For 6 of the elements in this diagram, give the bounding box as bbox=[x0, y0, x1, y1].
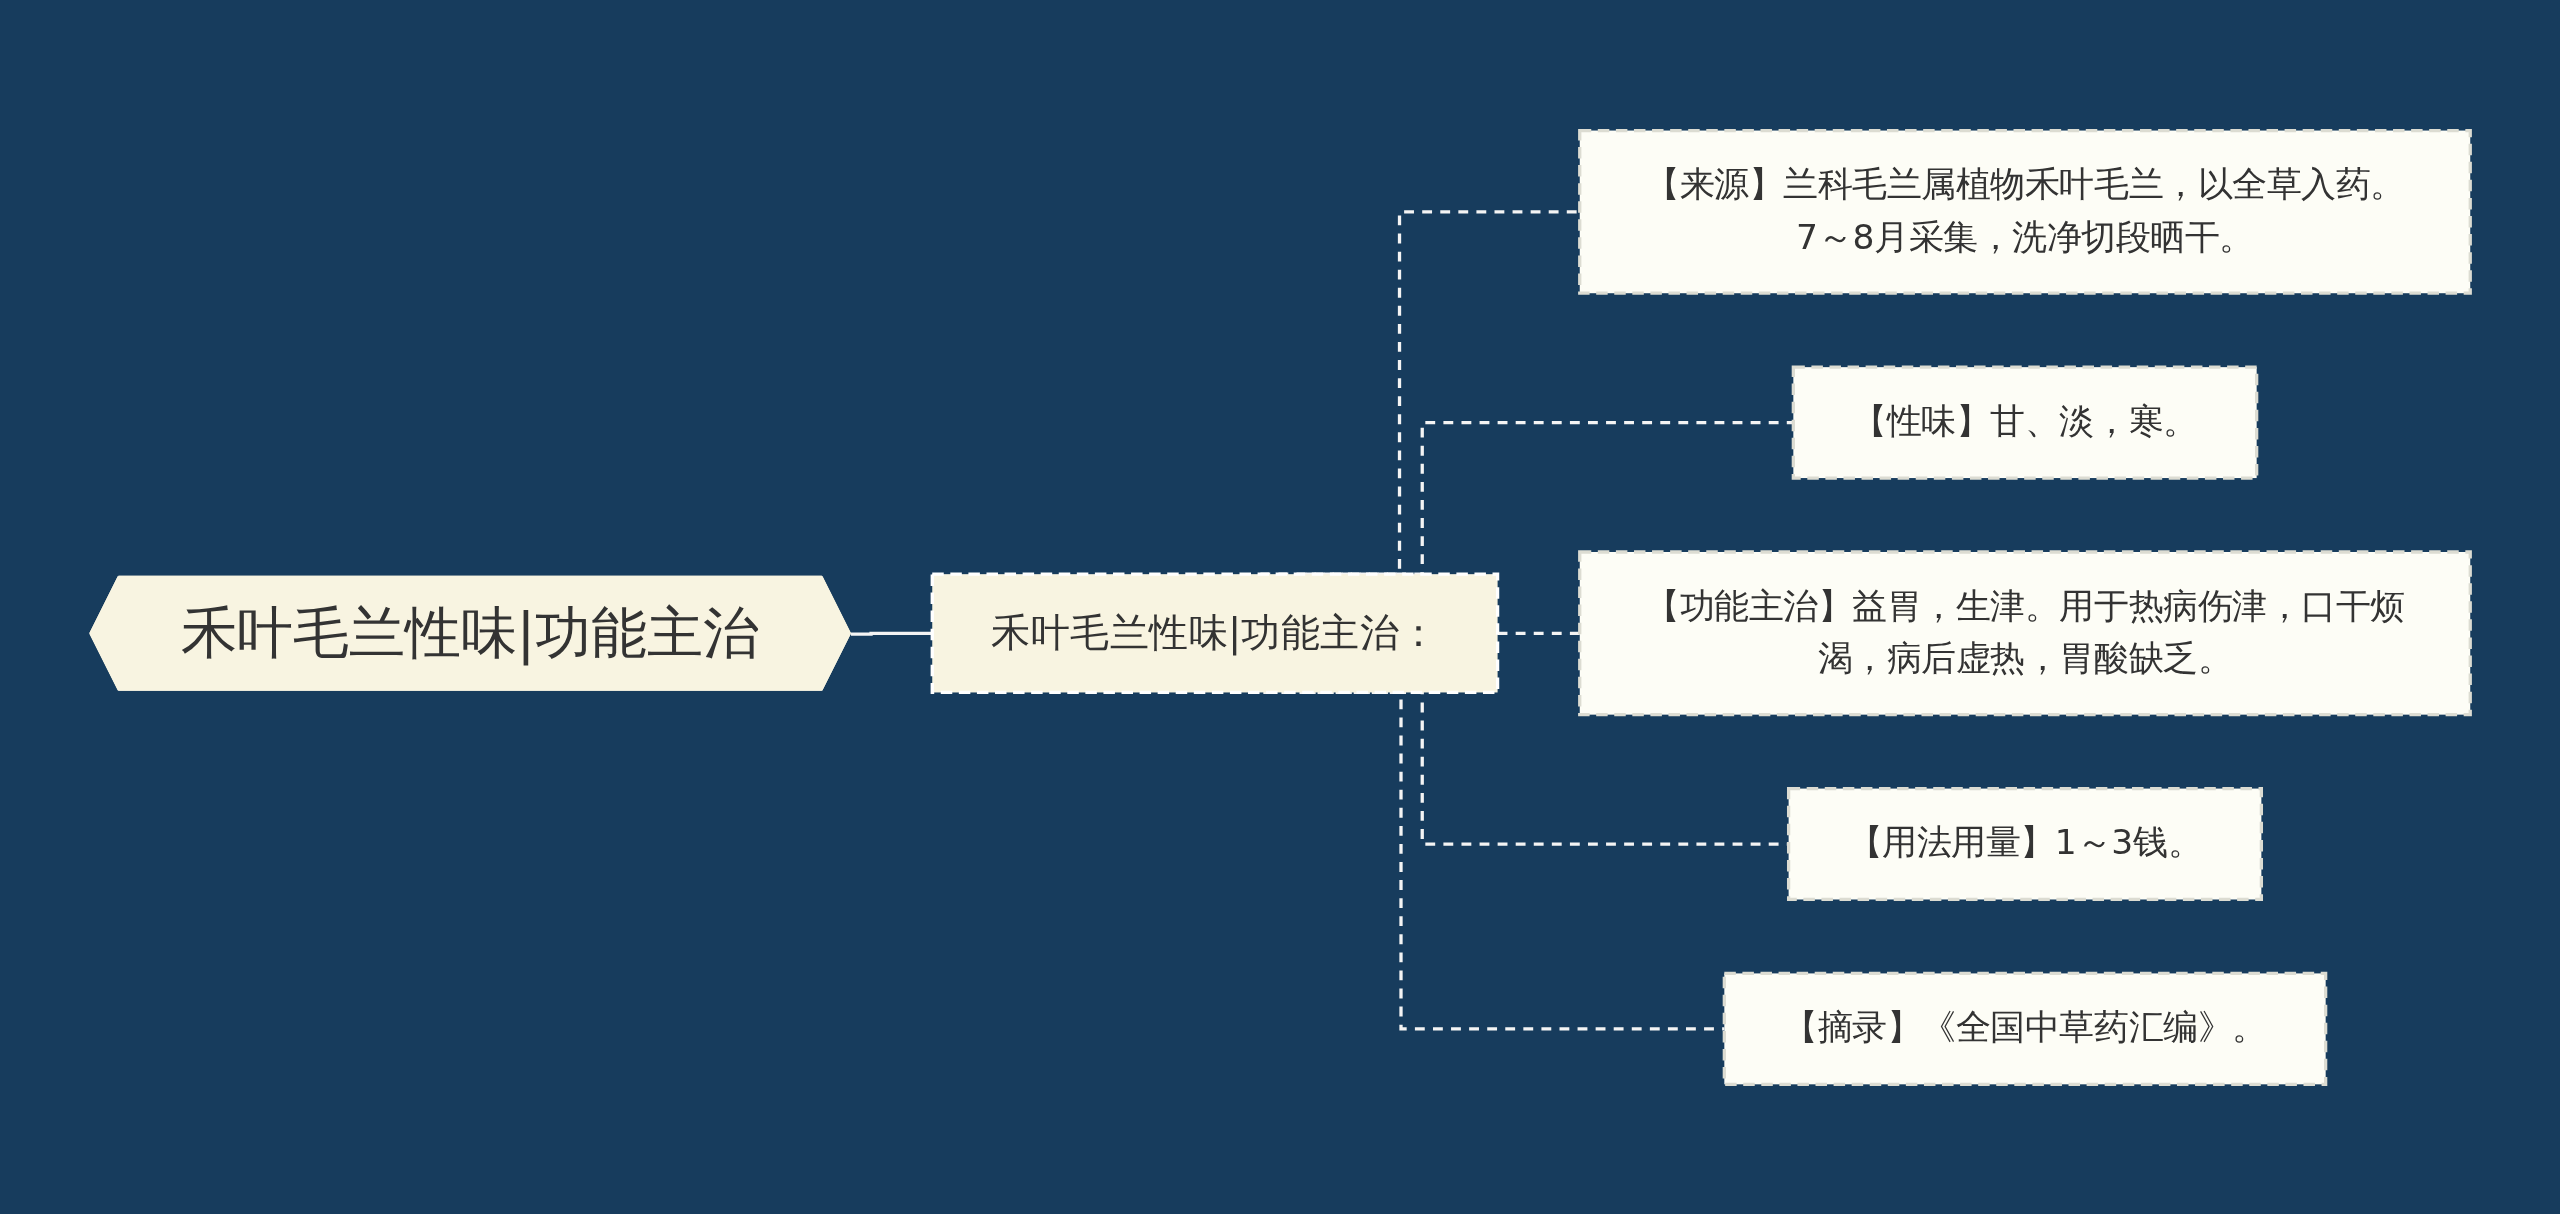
node-box: 【功能主治】益胃，生津。用于热病伤津，口干烦渴，病后虚热，胃酸缺乏。 bbox=[1577, 549, 2472, 716]
node-box: 【来源】兰科毛兰属植物禾叶毛兰，以全草入药。7～8月采集，洗净切段晒干。 bbox=[1577, 128, 2472, 295]
node-box: 【用法用量】1～3钱。 bbox=[1786, 786, 2263, 901]
node-box: 【性味】甘、淡，寒。 bbox=[1791, 365, 2259, 480]
node-box: 禾叶毛兰性味|功能主治： bbox=[930, 572, 1500, 694]
node-box: 【摘录】《全国中草药汇编》。 bbox=[1722, 971, 2328, 1086]
